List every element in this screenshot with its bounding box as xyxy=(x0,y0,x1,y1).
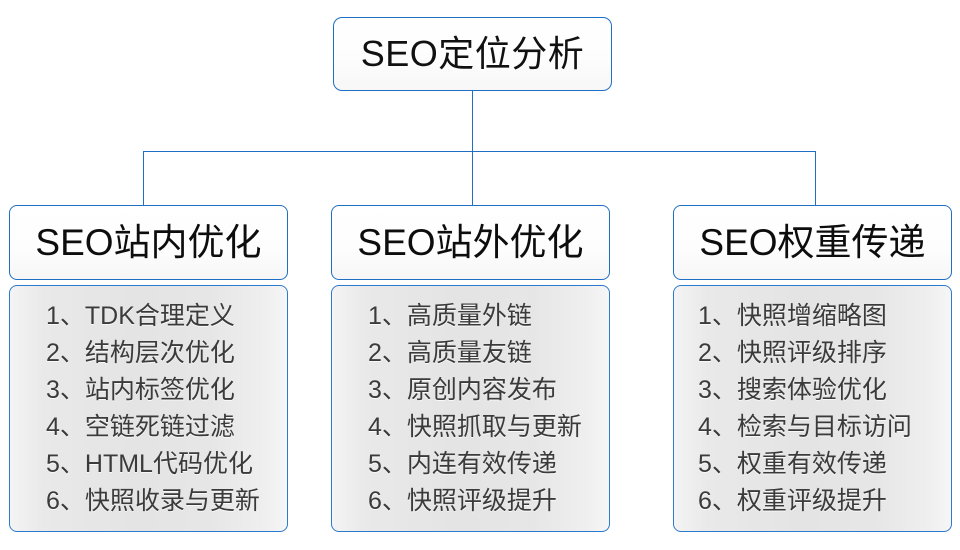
list-item[interactable]: 3、搜索体验优化 xyxy=(698,376,887,404)
list-item[interactable]: 2、快照评级排序 xyxy=(698,339,887,367)
list-item[interactable]: 3、原创内容发布 xyxy=(368,376,557,404)
list-item[interactable]: 5、权重有效传递 xyxy=(698,450,887,478)
branch-list-seo-onsite: 1、TDK合理定义 2、结构层次优化 3、站内标签优化 4、空链死链过滤 5、H… xyxy=(9,285,288,532)
list-item[interactable]: 4、检索与目标访问 xyxy=(698,413,912,441)
connector-drop-left xyxy=(143,151,145,205)
list-item[interactable]: 5、HTML代码优化 xyxy=(46,450,253,478)
list-item[interactable]: 2、高质量友链 xyxy=(368,339,532,367)
branch-list-seo-weight: 1、快照增缩略图 2、快照评级排序 3、搜索体验优化 4、检索与目标访问 5、权… xyxy=(673,285,952,532)
connector-horizontal-bus xyxy=(143,151,816,153)
branch-list-seo-offsite: 1、高质量外链 2、高质量友链 3、原创内容发布 4、快照抓取与更新 5、内连有… xyxy=(331,285,610,532)
branch-header-seo-weight[interactable]: SEO权重传递 xyxy=(673,205,952,280)
list-item[interactable]: 4、空链死链过滤 xyxy=(46,413,235,441)
branch-column-seo-offsite: SEO站外优化 1、高质量外链 2、高质量友链 3、原创内容发布 4、快照抓取与… xyxy=(331,205,610,532)
branch-header-seo-offsite[interactable]: SEO站外优化 xyxy=(331,205,610,280)
connector-drop-middle xyxy=(471,151,473,205)
branch-header-label: SEO站外优化 xyxy=(357,222,584,263)
branch-header-label: SEO权重传递 xyxy=(699,222,926,263)
list-item[interactable]: 5、内连有效传递 xyxy=(368,450,557,478)
list-item[interactable]: 3、站内标签优化 xyxy=(46,376,235,404)
branch-header-label: SEO站内优化 xyxy=(35,222,262,263)
branch-column-seo-onsite: SEO站内优化 1、TDK合理定义 2、结构层次优化 3、站内标签优化 4、空链… xyxy=(9,205,288,532)
connector-root-stem xyxy=(471,91,473,152)
list-item[interactable]: 1、快照增缩略图 xyxy=(698,302,887,330)
branch-column-seo-weight: SEO权重传递 1、快照增缩略图 2、快照评级排序 3、搜索体验优化 4、检索与… xyxy=(673,205,952,532)
list-item[interactable]: 4、快照抓取与更新 xyxy=(368,413,582,441)
list-item[interactable]: 6、快照收录与更新 xyxy=(46,487,260,515)
list-item[interactable]: 2、结构层次优化 xyxy=(46,339,235,367)
list-item[interactable]: 6、权重评级提升 xyxy=(698,487,887,515)
connector-drop-right xyxy=(815,151,817,205)
list-item[interactable]: 1、TDK合理定义 xyxy=(46,302,235,330)
root-node-label: SEO定位分析 xyxy=(360,33,585,74)
root-node-seo-positioning-analysis[interactable]: SEO定位分析 xyxy=(333,17,612,91)
list-item[interactable]: 1、高质量外链 xyxy=(368,302,532,330)
branch-header-seo-onsite[interactable]: SEO站内优化 xyxy=(9,205,288,280)
list-item[interactable]: 6、快照评级提升 xyxy=(368,487,557,515)
